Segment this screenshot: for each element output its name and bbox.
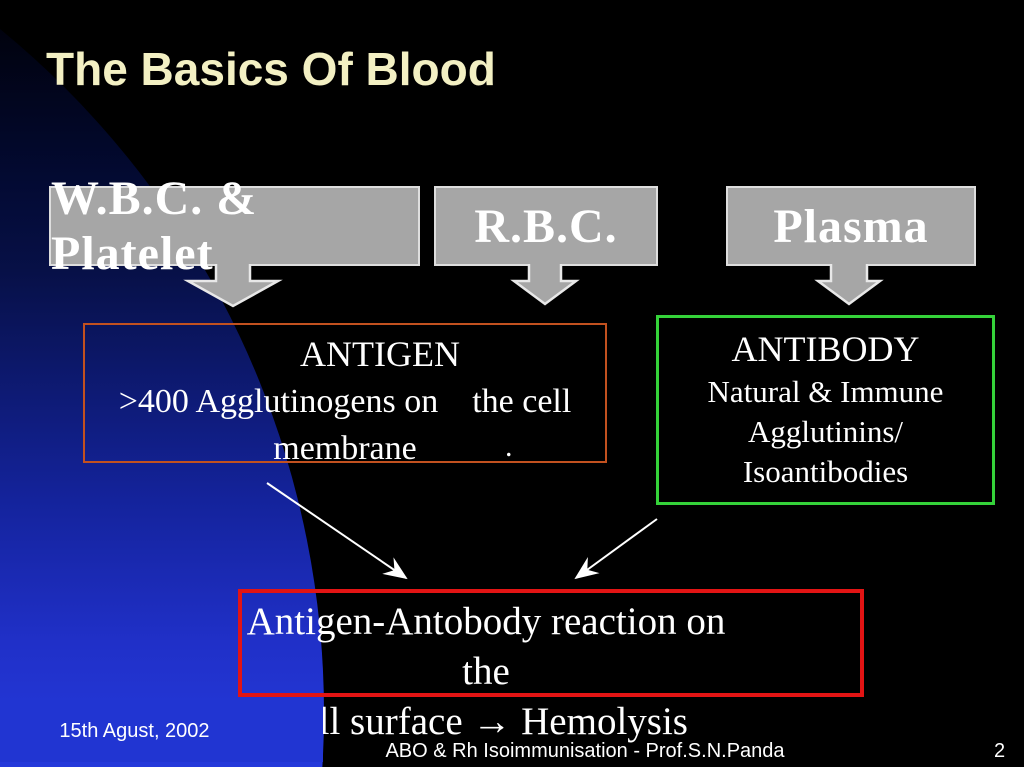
antibody-heading: ANTIBODY xyxy=(731,329,920,369)
footer-title: ABO & Rh Isoimmunisation - Prof.S.N.Pand… xyxy=(385,740,785,762)
antibody-box: ANTIBODY Natural & Immune Agglutinins/ I… xyxy=(656,315,995,505)
antigen-line1: >400 Agglutinogens on the cell xyxy=(118,383,572,420)
antigen-box: ANTIGEN >400 Agglutinogens on the cell m… xyxy=(83,323,607,467)
flow-box-rbc: R.B.C. xyxy=(434,186,658,266)
reaction-line1: Antigen-Antobody reaction on the xyxy=(246,600,726,693)
flow-box-label: Plasma xyxy=(773,199,929,253)
antigen-line2: membrane xyxy=(273,430,417,467)
down-arrow-icon xyxy=(510,264,580,306)
connector-arrow-right xyxy=(574,518,658,580)
flow-box-label: R.B.C. xyxy=(474,199,618,253)
antigen-trailing-period: . xyxy=(505,430,513,463)
reaction-box: Antigen-Antobody reaction on the cell su… xyxy=(238,589,864,743)
flow-box-wbc-platelet: W.B.C. & Platelet xyxy=(49,172,420,280)
reaction-line2: cell surface → Hemolysis xyxy=(284,700,688,743)
flow-box-plasma: Plasma xyxy=(726,186,976,266)
footer-date-panel: 15th Agust, 2002 xyxy=(0,700,323,762)
down-arrow-icon xyxy=(814,264,884,306)
slide-title: The Basics Of Blood xyxy=(46,43,496,95)
antibody-line: Isoantibodies xyxy=(742,454,909,489)
antigen-heading: ANTIGEN xyxy=(300,334,460,374)
antibody-line: Agglutinins/ xyxy=(747,414,903,449)
antibody-line: Natural & Immune xyxy=(707,374,944,409)
footer-date: 15th Agust, 2002 xyxy=(59,719,210,742)
flow-box-label: W.B.C. & Platelet xyxy=(51,172,258,280)
page-number: 2 xyxy=(994,740,1006,762)
